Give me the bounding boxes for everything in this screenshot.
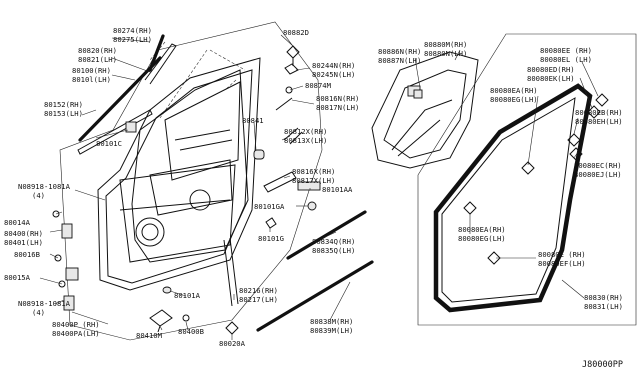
label-80820: 80820(RH) (78, 46, 117, 55)
label-80015a: 80015A (4, 273, 31, 282)
label-80882d: 80882D (283, 28, 309, 37)
pad-80101aa (297, 181, 321, 191)
label-80014a: 80014A (4, 218, 31, 227)
label-80153: 80153(LH) (44, 109, 83, 118)
label-80400: 80400(RH) (4, 229, 43, 238)
label-80400p: 80400P (RH) (52, 320, 100, 329)
cover-80816x (263, 171, 297, 193)
label-80080ek: 80080EK(LH) (527, 74, 575, 83)
label-80080eg-2: 80080EG(LH) (458, 234, 506, 243)
label-80839m: 80839M(LH) (310, 326, 353, 335)
label-80816x: 80816X(RH) (292, 167, 335, 176)
sash-strip-80274 (148, 34, 165, 72)
bolt-80882d (286, 45, 300, 66)
label-80400b: 80400B (178, 327, 204, 336)
label-80101c: 80101C (96, 139, 122, 148)
label-80080e: 80080E (RH) (538, 250, 586, 259)
label-80886n: 80886N(RH) (378, 47, 421, 56)
reference-code: J80000PP (582, 360, 623, 370)
outer-belt-moulding-80834 (286, 210, 367, 260)
clip-80101g (265, 217, 277, 229)
label-80410m: 80410M (136, 331, 163, 340)
label-80101g: 80101G (258, 234, 284, 243)
label-80821: 80821(LH) (78, 55, 117, 64)
label-80835q: 80835Q(LH) (312, 246, 355, 255)
hinge-parts (52, 210, 79, 311)
label-80080ee: 80080EE (RH) (540, 46, 592, 55)
label-80841: 80841 (242, 116, 264, 125)
label-08918-a-qty: (4) (32, 191, 45, 200)
weatherstrip-outline (417, 33, 637, 326)
rod-80816n (275, 97, 293, 111)
label-80080ec: 80080EC(RH) (574, 161, 622, 170)
door-trim-80880 (371, 51, 479, 169)
label-80874m: 80874M (305, 81, 332, 90)
label-80152: 80152(RH) (44, 100, 83, 109)
label-80274: 80274(RH) (113, 26, 152, 35)
label-80834q: 80834Q(RH) (312, 237, 355, 246)
label-80831: 80831(LH) (584, 302, 623, 311)
label-80275: 80275(LH) (113, 35, 152, 44)
label-80813x: 80813X(LH) (284, 136, 327, 145)
moulding-strip-80100 (78, 56, 162, 142)
leader-lines (39, 34, 599, 340)
weatherstrip-80830 (433, 83, 593, 313)
label-80880m: 80880M(RH) (424, 40, 467, 49)
label-08918-a: N08918-1081A (18, 182, 71, 191)
label-80080eb: 80080EB(RH) (575, 108, 623, 117)
callout-labels: 80274(RH) 80275(LH) 80820(RH) 80821(LH) … (4, 26, 623, 370)
front-door-panel (97, 57, 261, 291)
grommet-80874m (285, 86, 293, 94)
grommet-80101a (162, 286, 172, 294)
switch-80886n (413, 89, 423, 99)
label-80880n: 80880N(LH) (424, 49, 467, 58)
label-80080ea-2: 80080EA(RH) (458, 225, 506, 234)
label-80245n: 80245N(LH) (312, 70, 355, 79)
label-80887n: 80887N(LH) (378, 56, 421, 65)
label-80101ga: 80101GA (254, 202, 285, 211)
label-80080ej: 80080EJ(LH) (574, 170, 622, 179)
label-80080ef: 80080EF(LH) (538, 259, 586, 268)
grommet-80101ga (307, 201, 317, 211)
door-trim-panel (131, 69, 249, 263)
label-80812x: 80812X(RH) (284, 127, 327, 136)
label-80216: 80216(RH) (239, 286, 278, 295)
label-80830: 80830(RH) (584, 293, 623, 302)
label-80401: 80401(LH) (4, 238, 43, 247)
label-80101a: 80101A (174, 291, 201, 300)
plug-80841 (253, 149, 265, 160)
label-80101aa: 80101AA (322, 185, 353, 194)
label-08918-b: N08918-1081A (18, 299, 71, 308)
label-80080eh: 80080EH(LH) (575, 117, 623, 126)
inner-belt-moulding-80838 (256, 260, 374, 332)
label-08918-b-qty: (4) (32, 308, 45, 317)
regulator-rail-80216 (223, 237, 239, 307)
label-80080ea: 80080EA(RH) (490, 86, 538, 95)
part-80101c (125, 121, 137, 133)
label-80080eg: 80080EG(LH) (490, 95, 538, 104)
label-80217: 80217(LH) (239, 295, 278, 304)
label-80080el: 80080EL (LH) (540, 55, 592, 64)
bolt-80400b (182, 314, 190, 322)
weatherstrip-inner (441, 97, 576, 303)
label-80816n: 80816N(RH) (316, 94, 359, 103)
weatherstrip-80820 (144, 43, 177, 85)
label-80080ed: 80080ED(RH) (527, 65, 575, 74)
label-80400pa: 80400PA(LH) (52, 329, 100, 338)
label-80016b: 80016B (14, 250, 40, 259)
label-80101: 8010l(LH) (72, 75, 111, 84)
label-80817x: 80817X(LH) (292, 176, 335, 185)
label-80817n: 80817N(LH) (316, 103, 359, 112)
label-80100: 80100(RH) (72, 66, 111, 75)
label-80838m: 80838M(RH) (310, 317, 353, 326)
clip-80244n (284, 63, 299, 75)
label-80244n: 80244N(RH) (312, 61, 355, 70)
assembly-outline (59, 21, 323, 341)
screw-80020a (225, 321, 239, 335)
door-check-80410m (149, 309, 173, 333)
label-80020a: 80020A (219, 339, 246, 348)
leader-lines-left (149, 41, 246, 119)
